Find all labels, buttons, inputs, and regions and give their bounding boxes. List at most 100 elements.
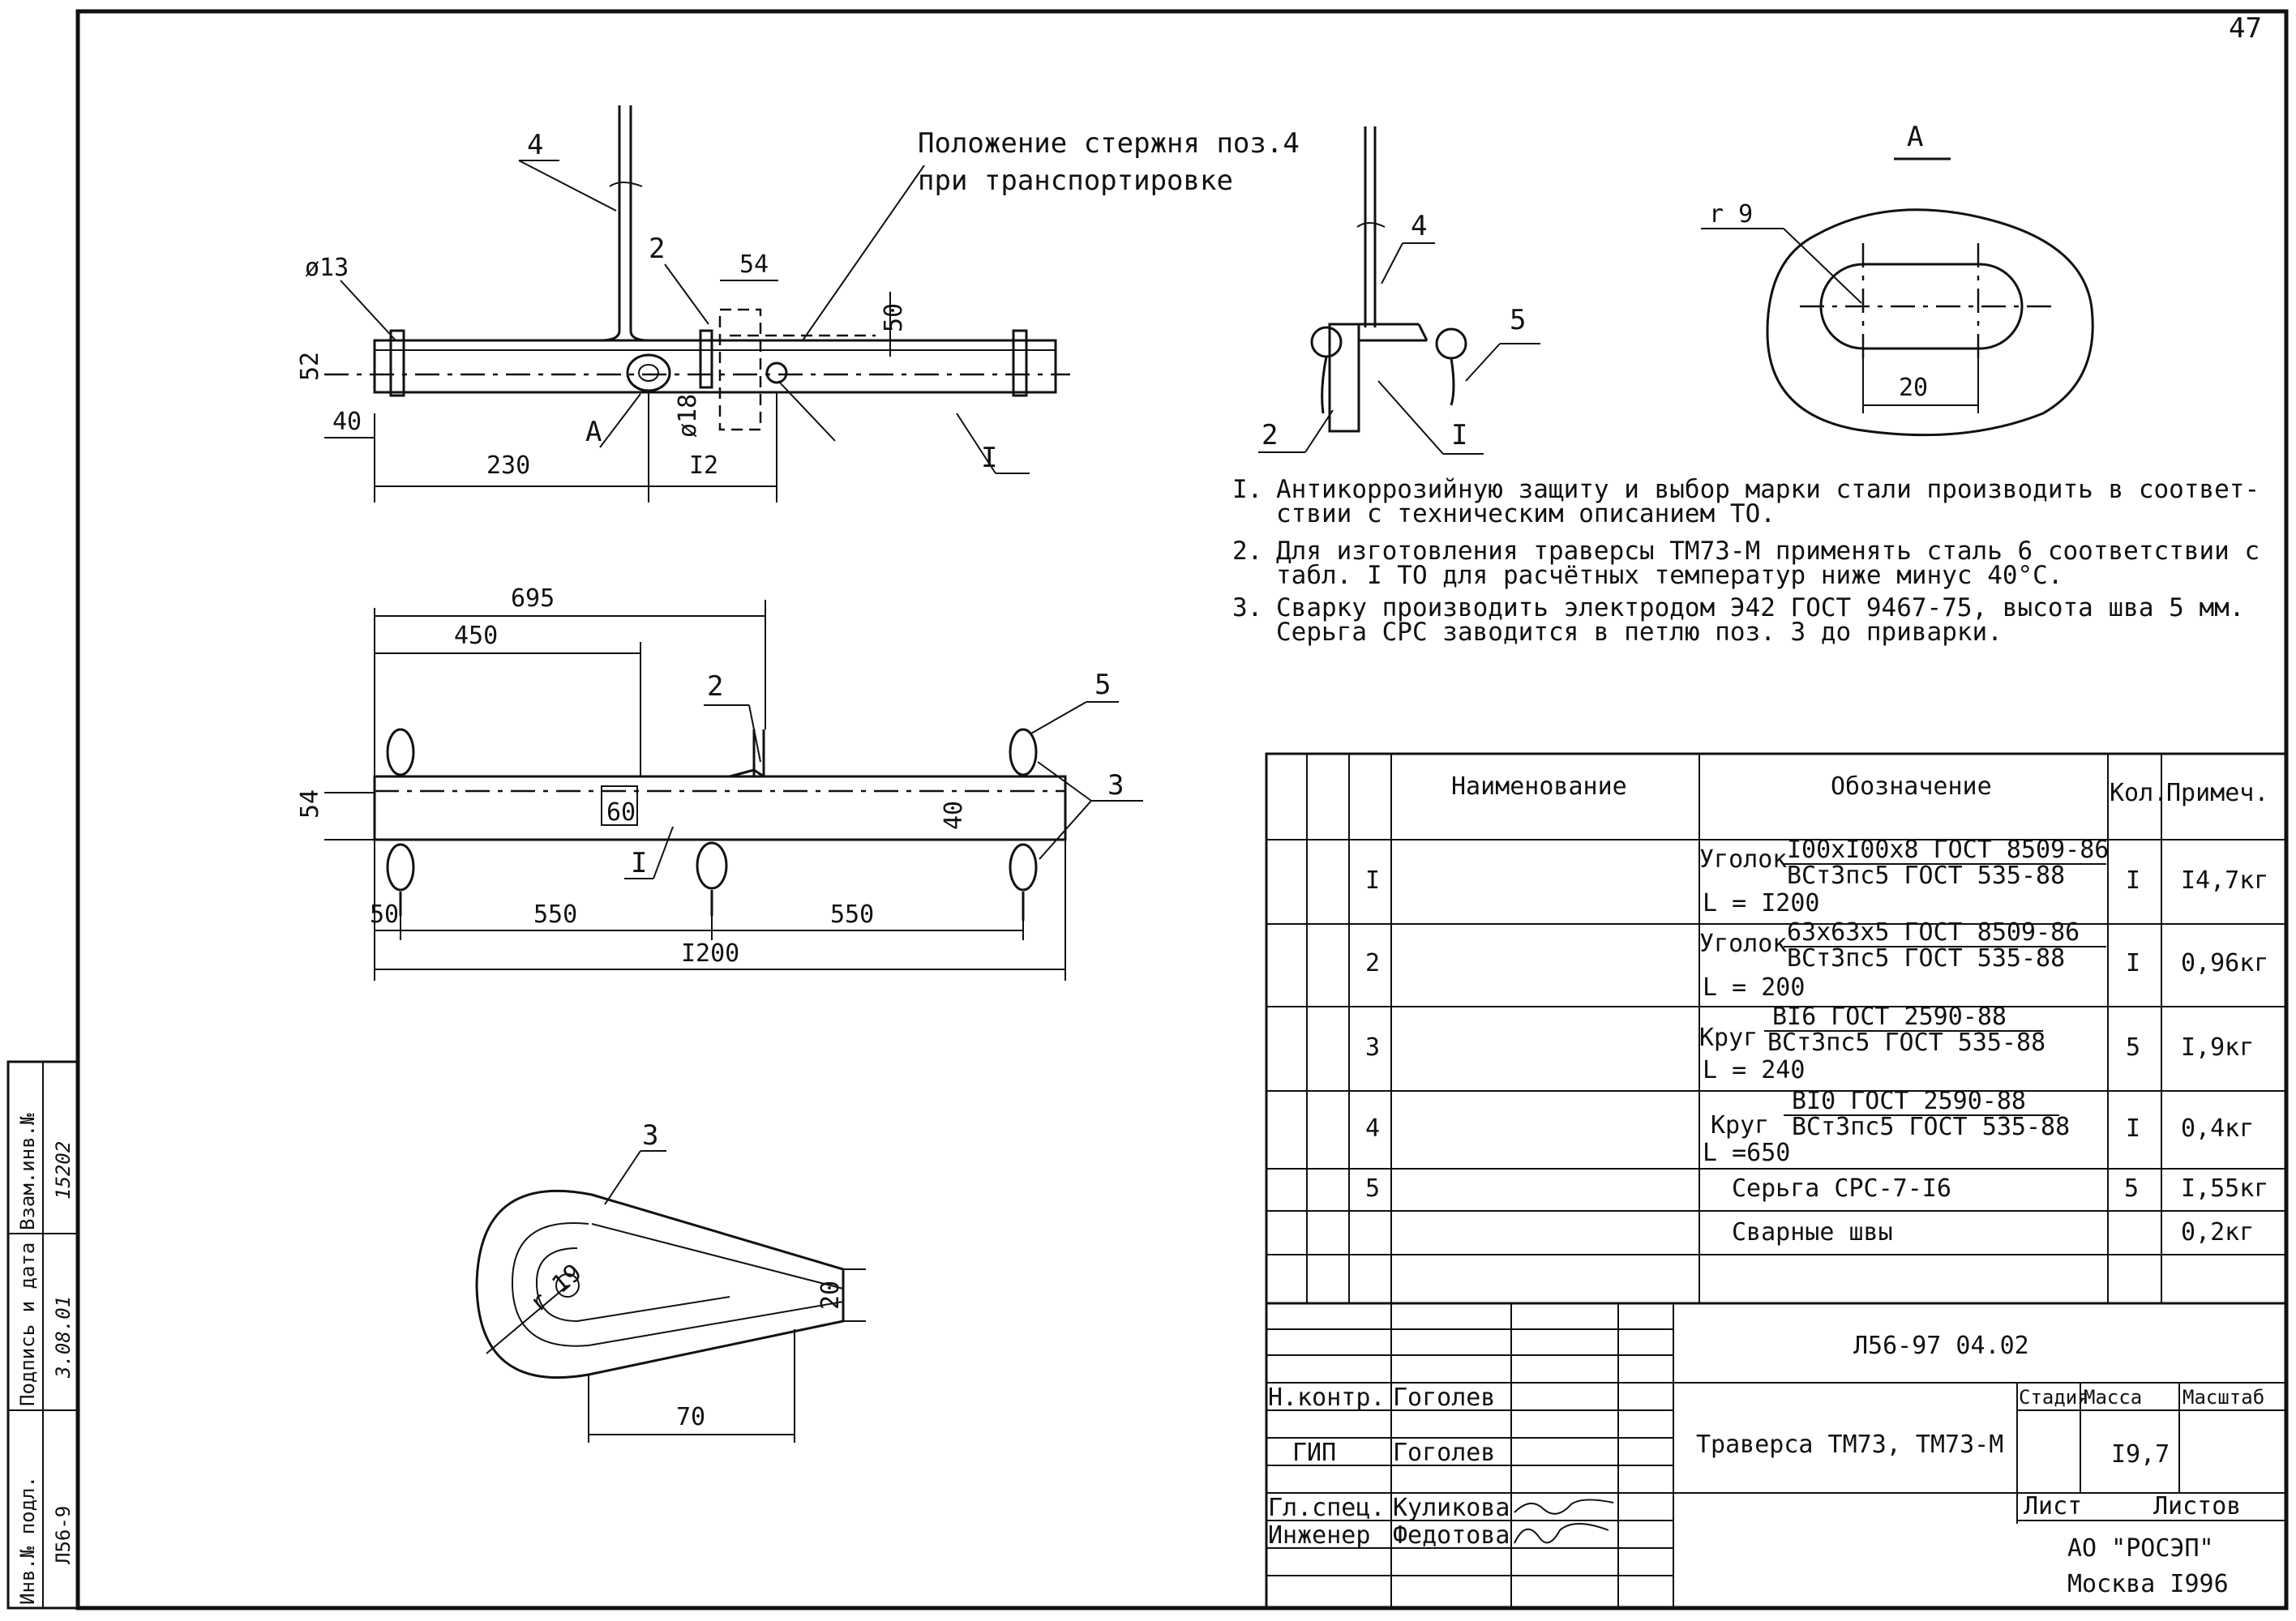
dim-54: 50 [880,303,908,332]
front-dim-40: 40 [940,801,968,830]
row-1-length: L = I200 [1703,889,1820,917]
row-3-length: L = 240 [1703,1056,1805,1084]
chain-left [386,728,415,916]
name-gl-spec: Куликова [1393,1494,1510,1522]
dim-495: 230 [486,451,530,480]
row-5-note: I,55кг [2181,1174,2268,1203]
row-1-note: I4,7кг [2181,866,2268,895]
mass-label: Масса [2084,1386,2142,1409]
top-label-2: 2 [649,233,665,265]
role-n-kontr: Н.контр. [1268,1384,1386,1412]
callout-line-1: Положение стержня поз.4 [918,127,1300,160]
front-dim-54: 54 [296,789,324,819]
front-label-2: 2 [707,670,723,703]
row-3-pos: 3 [1365,1033,1380,1062]
row-5-qty: 5 [2124,1174,2139,1203]
inv-podl-value: Л56-9 [52,1506,75,1564]
top-label-4: 4 [527,129,543,161]
front-dim-695: 695 [511,584,555,613]
part3-dim-70: 70 [676,1403,705,1431]
sheets-label: Листов [2153,1492,2241,1520]
front-label-5: 5 [1094,669,1111,701]
row-2-qty: I [2126,949,2140,977]
header-note: Примеч. [2166,779,2268,807]
row-3-qty: 5 [2126,1033,2140,1062]
row-5-length: Серьга СРС-7-I6 [1732,1174,1951,1203]
side-label-2: 2 [1262,419,1278,451]
detail-a-title: A [1907,121,1923,153]
detail-dim-20: 20 [1899,374,1928,402]
inv-podl-label: Инв.№ подл. [16,1476,39,1605]
top-label-I: I [981,442,997,474]
row-2-note: 0,96кг [2181,949,2268,977]
dim-230: I2 [689,451,718,480]
front-dim-450: 450 [454,622,498,650]
part-3-view: r 19 20 70 3 [475,1119,866,1443]
front-dim-1200: I200 [681,939,739,968]
note-2-num: 2. [1232,537,1262,566]
side-label-4: 4 [1411,210,1427,242]
dim-d13: ø13 [305,254,349,282]
front-dim-550-b: 550 [830,900,874,929]
part3-label: 3 [642,1119,658,1152]
part3-dim-20: 20 [816,1281,845,1310]
row-2-length: L = 200 [1703,973,1805,1002]
dim-52: 52 [296,352,324,381]
podpis-value: 3.08.01 [52,1296,75,1379]
top-label-A: A [585,416,602,448]
dim-50: ø18 [674,394,702,438]
front-dim-550-a: 550 [533,900,577,929]
signature-kulikova [1514,1499,1614,1515]
row-2-pos: 2 [1365,949,1380,977]
title-block: Л56-97 04.02 Н.контр. Гоголев ГИП Гоголе… [1265,1302,2288,1610]
row-5-pos: 5 [1365,1174,1380,1203]
dim-40: 40 [332,408,362,436]
front-dim-60: 60 [606,798,636,827]
note-2-line-2: табл. I ТО для расчётных температур ниже… [1276,561,2063,590]
role-inzhener: Инженер [1268,1521,1370,1550]
sheet-frame [75,9,2289,1610]
note-3-num: 3. [1232,593,1262,622]
row-2-num: 63x63x5 ГОСТ 8509-86 [1787,918,2080,947]
front-view: 54 60 40 695 450 [296,584,1143,981]
org-name: АО "РОСЭП" [2067,1534,2214,1563]
name-n-kontr: Гоголев [1393,1384,1495,1412]
vzam-inv-label: Взам.инв.№ [16,1113,39,1230]
header-qty: Кол. [2110,779,2168,807]
sheet-label: Лист [2024,1492,2082,1520]
signature-fedotova [1514,1523,1609,1544]
note-1-line-1: Антикоррозийную защиту и выбор марки ста… [1276,475,2260,504]
page-number: 47 [2229,12,2262,45]
note-2-line-1: Для изготовления траверсы ТМ73-М применя… [1276,537,2260,566]
chain-mid [696,841,728,916]
front-label-3: 3 [1107,769,1124,802]
row-4-qty: I [2126,1114,2140,1143]
detail-a-view: A 20 r 9 [1701,121,2094,437]
note-1-num: I. [1232,475,1262,504]
name-inzhener: Федотова [1393,1521,1510,1550]
row-4-den: ВСт3пс5 ГОСТ 535-88 [1792,1113,2070,1141]
note-3-line-1: Сварку производить электродом Э42 ГОСТ 9… [1276,593,2244,622]
row-2-den: ВСт3пс5 ГОСТ 535-88 [1787,944,2065,973]
header-designation: Обозначение [1831,772,1992,801]
name-gip: Гоголев [1393,1439,1495,1467]
spec-table: Наименование Обозначение Кол. Примеч. I … [1265,752,2288,1305]
side-view: 4 5 2 I [1258,126,1540,455]
row-1-den: ВСт3пс5 ГОСТ 535-88 [1787,862,2065,890]
mass-value: I9,7 [2111,1440,2170,1469]
header-name: Наименование [1451,772,1627,801]
dim-12: 54 [739,250,769,279]
front-label-I: I [631,847,647,879]
row-2-prefix: Уголок [1699,930,1787,958]
row-6-note: 0,2кг [2181,1218,2254,1247]
side-label-5: 5 [1510,304,1526,336]
row-3-prefix: Круг [1699,1024,1758,1052]
row-1-prefix: Уголок [1699,845,1787,874]
side-label-I: I [1451,419,1467,451]
podpis-data-label: Подпись и дата [16,1242,39,1406]
row-6-length: Сварные швы [1732,1218,1893,1247]
city-year: Москва I996 [2067,1570,2229,1598]
chain-right [1009,728,1038,921]
row-3-note: I,9кг [2181,1033,2254,1062]
